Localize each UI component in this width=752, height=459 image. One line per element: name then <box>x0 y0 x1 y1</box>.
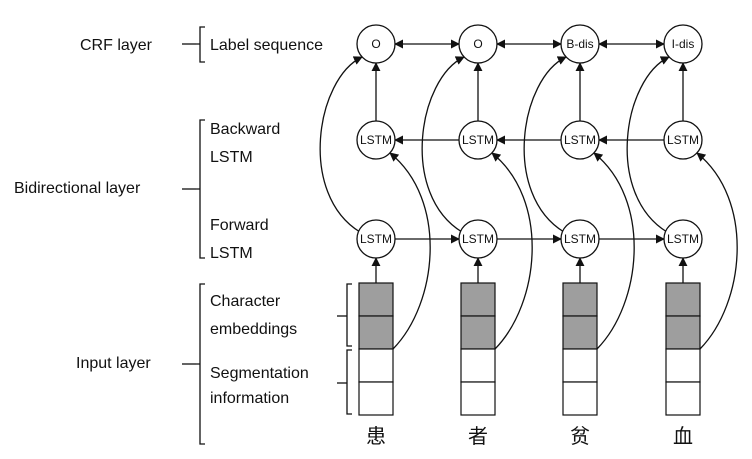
embedding-cell-top <box>358 282 394 317</box>
backward-lstm-text: LSTM <box>564 133 596 147</box>
column-2: LSTM LSTM O 者 <box>458 24 498 448</box>
crf-bracket <box>196 26 205 63</box>
label-sequence-label: Label sequence <box>210 37 323 54</box>
label-text: B-dis <box>566 37 593 51</box>
forward-lstm-node <box>356 219 396 259</box>
label-node <box>560 24 600 64</box>
segmentation-cell-bottom <box>460 381 496 416</box>
backward-lstm-node <box>458 120 498 160</box>
layer-brackets <box>182 26 352 445</box>
character-embeddings-label-line1: Character <box>210 293 281 310</box>
embedding-cell-bottom <box>562 315 598 350</box>
forward-lstm-text: LSTM <box>667 232 699 246</box>
embedding-to-backward-curve <box>491 152 533 350</box>
segmentation-information-label-line2: information <box>210 390 289 407</box>
forward-to-label-curve <box>319 56 363 233</box>
segmentation-cell-top <box>665 348 701 383</box>
forward-lstm-text: LSTM <box>564 232 596 246</box>
embedding-cell-bottom <box>460 315 496 350</box>
forward-lstm-label-line1: Forward <box>210 217 269 234</box>
backward-lstm-text: LSTM <box>462 133 494 147</box>
column-4: LSTM LSTM I-dis 血 <box>663 24 703 448</box>
crf-layer-label: CRF layer <box>80 37 153 54</box>
embedding-to-backward-curve <box>389 152 431 350</box>
forward-lstm-text: LSTM <box>360 232 392 246</box>
embedding-cell-top <box>665 282 701 317</box>
input-character: 者 <box>468 424 488 448</box>
segmentation-information-label-line1: Segmentation <box>210 365 309 382</box>
forward-lstm-label-line2: LSTM <box>210 245 253 262</box>
segmentation-cell-top <box>460 348 496 383</box>
bidirectional-bracket <box>196 119 205 259</box>
label-text: I-dis <box>672 37 695 51</box>
input-layer-label: Input layer <box>76 355 151 372</box>
label-text: O <box>473 37 482 51</box>
connections <box>319 39 738 350</box>
segmentation-cell-top <box>562 348 598 383</box>
label-node <box>458 24 498 64</box>
column-3: LSTM LSTM B-dis 贫 <box>560 24 600 448</box>
segmentation-cell-bottom <box>358 381 394 416</box>
embedding-to-backward-curve <box>593 152 635 350</box>
embedding-cell-bottom <box>665 315 701 350</box>
forward-lstm-text: LSTM <box>462 232 494 246</box>
forward-to-label-curve <box>626 56 670 233</box>
input-character: 血 <box>673 424 693 448</box>
embedding-to-backward-curve <box>696 152 738 350</box>
character-embeddings-label-line2: embeddings <box>210 321 297 338</box>
backward-lstm-node <box>356 120 396 160</box>
backward-lstm-node <box>663 120 703 160</box>
forward-lstm-node <box>458 219 498 259</box>
segmentation-cell-bottom <box>665 381 701 416</box>
segmentation-cell-top <box>358 348 394 383</box>
column-1: LSTM LSTM O 患 <box>356 24 396 448</box>
forward-to-label-curve <box>421 56 465 233</box>
label-text: O <box>371 37 380 51</box>
backward-lstm-label-line2: LSTM <box>210 149 253 166</box>
backward-lstm-node <box>560 120 600 160</box>
label-node <box>356 24 396 64</box>
input-character: 贫 <box>570 424 590 448</box>
forward-lstm-node <box>560 219 600 259</box>
forward-lstm-node <box>663 219 703 259</box>
backward-lstm-label-line1: Backward <box>210 121 280 138</box>
forward-to-label-curve <box>523 56 567 233</box>
embedding-cell-top <box>460 282 496 317</box>
embedding-cell-top <box>562 282 598 317</box>
embedding-cell-bottom <box>358 315 394 350</box>
segmentation-cell-bottom <box>562 381 598 416</box>
backward-lstm-text: LSTM <box>360 133 392 147</box>
backward-lstm-text: LSTM <box>667 133 699 147</box>
segmentation-bracket <box>346 349 352 415</box>
label-node <box>663 24 703 64</box>
input-bracket <box>196 283 205 445</box>
bidirectional-layer-label: Bidirectional layer <box>14 180 141 197</box>
input-character: 患 <box>366 424 386 448</box>
embedding-bracket <box>346 283 352 347</box>
